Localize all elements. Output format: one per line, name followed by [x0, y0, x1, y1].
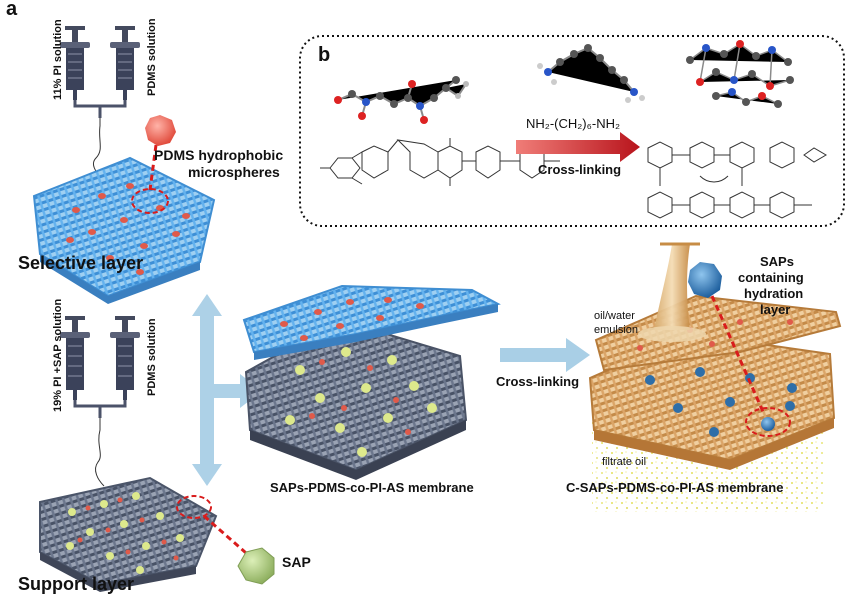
crosslinking-arrow[interactable]	[500, 338, 590, 372]
oil-water-label-line2: emulsion	[594, 324, 639, 336]
panel-a-label: a	[6, 0, 18, 20]
molecule-model-diamine	[537, 44, 645, 103]
saps-label-line3: hydration	[744, 286, 804, 301]
selective-layer-mesh	[32, 156, 216, 304]
syringe-right-bottom	[110, 316, 140, 400]
oil-water-label-line1: oil/water	[594, 310, 635, 322]
selective-layer-label: Selective layer	[18, 253, 144, 273]
syringe-label-pdms: PDMS solution	[146, 18, 158, 96]
needle-wire-top	[93, 118, 101, 177]
reaction-step-label: Cross-linking	[538, 162, 622, 177]
molecule-model-pi	[334, 76, 469, 124]
syringe-label-pi-sap: 19% PI +SAP solution	[52, 298, 64, 412]
saps-label-line4: layer	[760, 302, 791, 317]
crosslinked-membrane	[588, 242, 842, 512]
needle-wire-bottom	[95, 418, 105, 487]
saps-label-line1: SAPs	[760, 254, 794, 269]
molecule-model-crosslinked	[686, 40, 794, 108]
syringe-connector-top	[73, 100, 127, 118]
syringe-left-bottom	[60, 316, 90, 400]
filtrate-oil-label: filtrate oil	[602, 456, 647, 468]
membrane-middle-label: SAPs-PDMS-co-PI-AS membrane	[270, 480, 474, 495]
assembly-arrows	[192, 294, 262, 486]
reaction-arrow	[516, 132, 640, 162]
membrane-right-label: C-SAPs-PDMS-co-PI-AS membrane	[566, 480, 784, 495]
syringe-label-pdms-bottom: PDMS solution	[146, 318, 158, 396]
crosslinked-structure-formula	[647, 141, 827, 219]
stacked-membrane	[242, 284, 501, 480]
syringe-right-top	[110, 26, 140, 100]
hydration-leader-line	[710, 295, 766, 415]
saps-label-line2: containing	[738, 270, 804, 285]
reagent-formula: NH₂-(CH₂)₆-NH₂	[526, 116, 621, 131]
sap-hydrated-icon	[688, 262, 722, 298]
sap-particle-icon	[237, 547, 275, 585]
microspheres-label-line1: PDMS hydrophobic	[154, 147, 284, 163]
sap-label: SAP	[282, 554, 311, 570]
syringe-left-top	[60, 26, 90, 100]
panel-b-label: b	[318, 44, 331, 66]
support-layer-mesh	[39, 476, 218, 592]
support-layer-label: Support layer	[18, 574, 135, 594]
syringe-label-pi: 11% PI solution	[52, 19, 64, 100]
crosslinking-label: Cross-linking	[496, 374, 580, 389]
microspheres-label-line2: microspheres	[188, 164, 280, 180]
syringe-connector-bottom	[73, 400, 127, 418]
microsphere-leader-line	[148, 144, 158, 191]
pdms-microsphere-icon	[145, 115, 176, 146]
